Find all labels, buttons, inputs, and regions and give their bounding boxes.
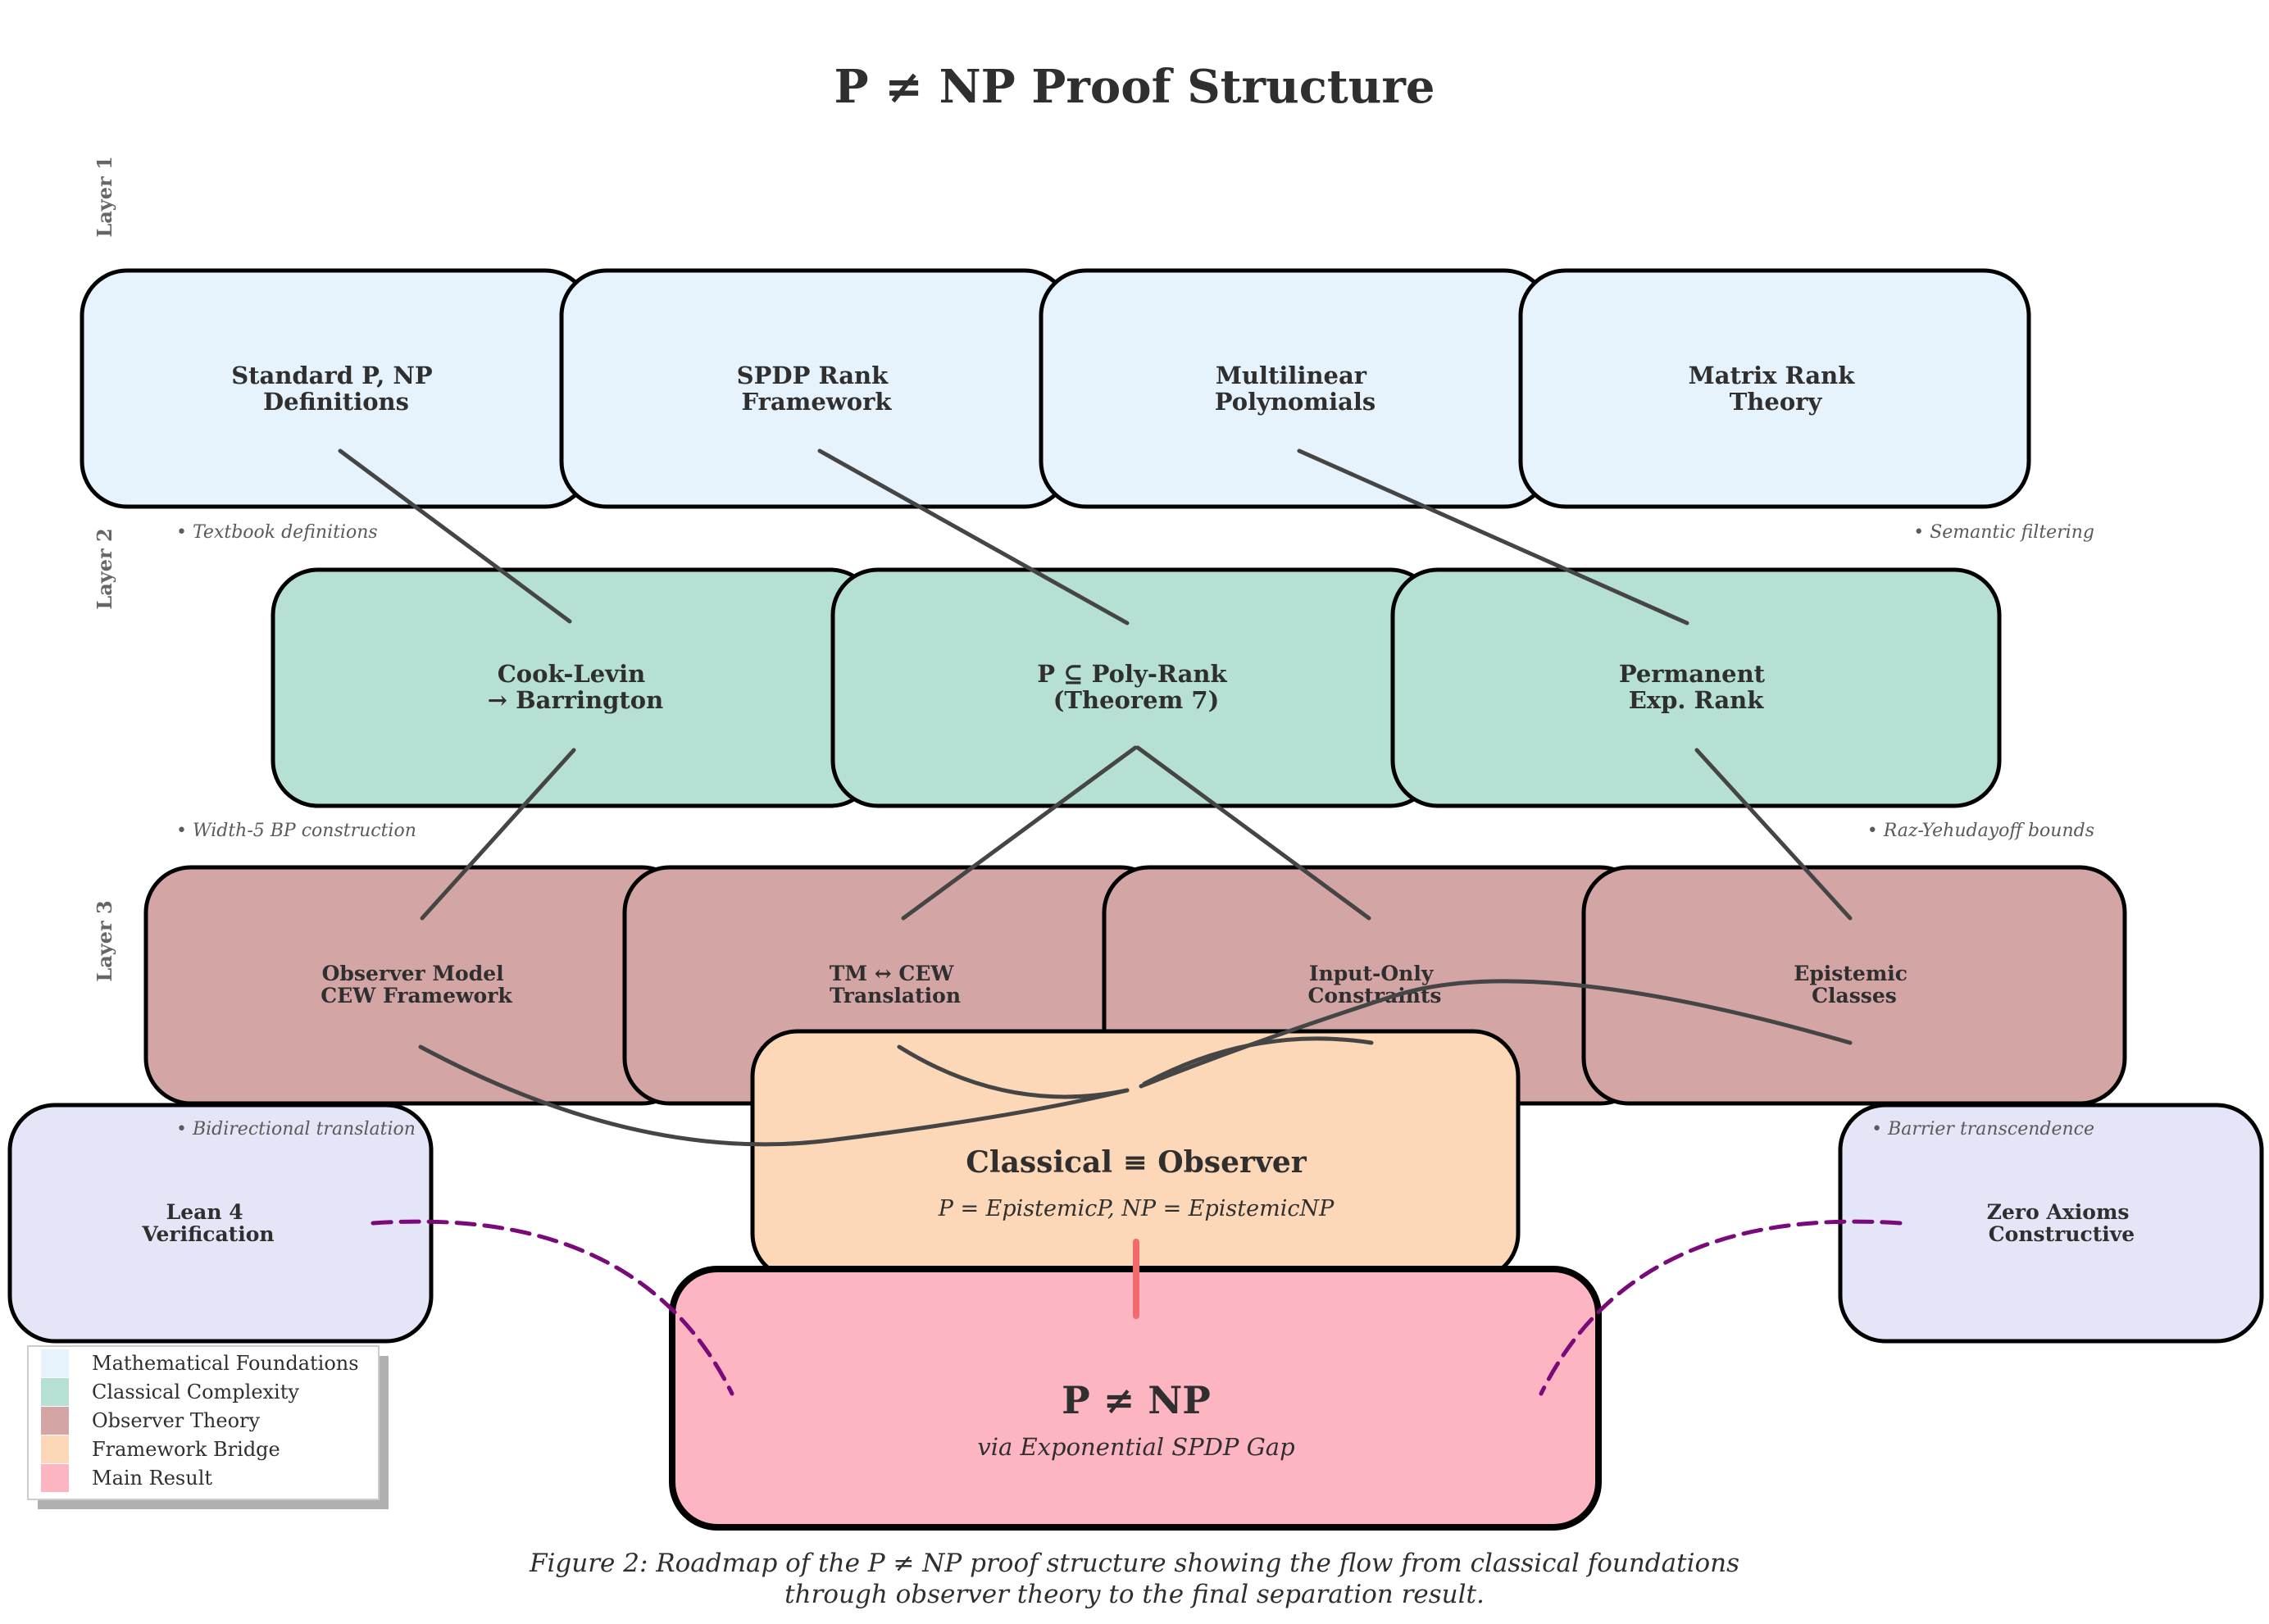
legend-label-observer: Observer Theory: [92, 1409, 260, 1432]
bridge-subtitle: P = EpistemicP, NP = EpistemicNP: [938, 1196, 1335, 1221]
node-permanent-label: Permanent Exp. Rank: [1619, 660, 1773, 714]
legend-label-foundations: Mathematical Foundations: [92, 1352, 359, 1375]
node-lean4-label: Lean 4 Verification: [141, 1200, 274, 1246]
figure-caption: Figure 2: Roadmap of the P ≠ NP proof st…: [0, 1548, 2269, 1610]
legend-swatch-foundations: [41, 1349, 69, 1377]
caption-line-2: through observer theory to the final sep…: [784, 1580, 1485, 1609]
connectors-layer3-bridge: [418, 979, 1853, 1147]
node-cook-levin-label: Cook-Levin → Barrington: [488, 660, 663, 714]
note-bidirectional: • Bidirectional translation: [176, 1119, 416, 1140]
note-width5: • Width-5 BP construction: [176, 821, 416, 841]
node-tm-cew-label: TM ↔ CEW Translation: [830, 962, 961, 1008]
node-permanent: [1390, 567, 2002, 808]
node-spdp-rank-label: SPDP Rank Framework: [737, 362, 897, 416]
layer-label-3: Layer 3: [93, 900, 116, 981]
diagram-title: P ≠ NP Proof Structure: [834, 60, 1435, 114]
layer-label-1: Layer 1: [93, 156, 116, 237]
note-raz: • Raz-Yehudayoff bounds: [1867, 821, 2094, 841]
legend-label-bridge: Framework Bridge: [92, 1438, 280, 1461]
node-p-poly-rank-label: P ⊆ Poly-Rank (Theorem 7): [1037, 660, 1235, 714]
node-multilinear-label: Multilinear Polynomials: [1215, 362, 1376, 416]
legend-swatch-observer: [41, 1407, 69, 1435]
note-textbook: • Textbook definitions: [176, 522, 378, 543]
legend-swatch-classical: [41, 1378, 69, 1406]
legend: Mathematical Foundations Classical Compl…: [27, 1345, 389, 1509]
node-input-only-label: Input-Only Constraints: [1307, 962, 1441, 1008]
node-matrix-rank: [1518, 268, 2031, 509]
node-standard-definitions-label: Standard P, NP Definitions: [231, 362, 441, 416]
legend-swatch-bridge: [41, 1435, 69, 1463]
legend-label-classical: Classical Complexity: [92, 1381, 299, 1403]
main-result-title: P ≠ NP: [1062, 1378, 1211, 1422]
node-zero-axioms-label: Zero Axioms Constructive: [1987, 1200, 2136, 1246]
caption-line-1: Figure 2: Roadmap of the P ≠ NP proof st…: [529, 1549, 1740, 1578]
note-semantic: • Semantic filtering: [1913, 522, 2094, 543]
bridge-title: Classical ≡ Observer: [966, 1145, 1307, 1180]
legend-label-main: Main Result: [92, 1467, 212, 1490]
layer-label-2: Layer 2: [93, 528, 116, 609]
note-barrier: • Barrier transcendence: [1871, 1119, 2094, 1140]
node-epistemic-label: Epistemic Classes: [1794, 962, 1914, 1008]
node-matrix-rank-label: Matrix Rank Theory: [1689, 362, 1863, 416]
legend-swatch-main: [41, 1464, 69, 1492]
node-observer-model-label: Observer Model CEW Framework: [321, 962, 512, 1008]
connectors-layer2-layer3: [420, 745, 1853, 921]
dashed-verification-links: [371, 1219, 1903, 1396]
connectors-layer1-layer2: [338, 448, 1689, 625]
main-result-subtitle: via Exponential SPDP Gap: [977, 1433, 1294, 1461]
